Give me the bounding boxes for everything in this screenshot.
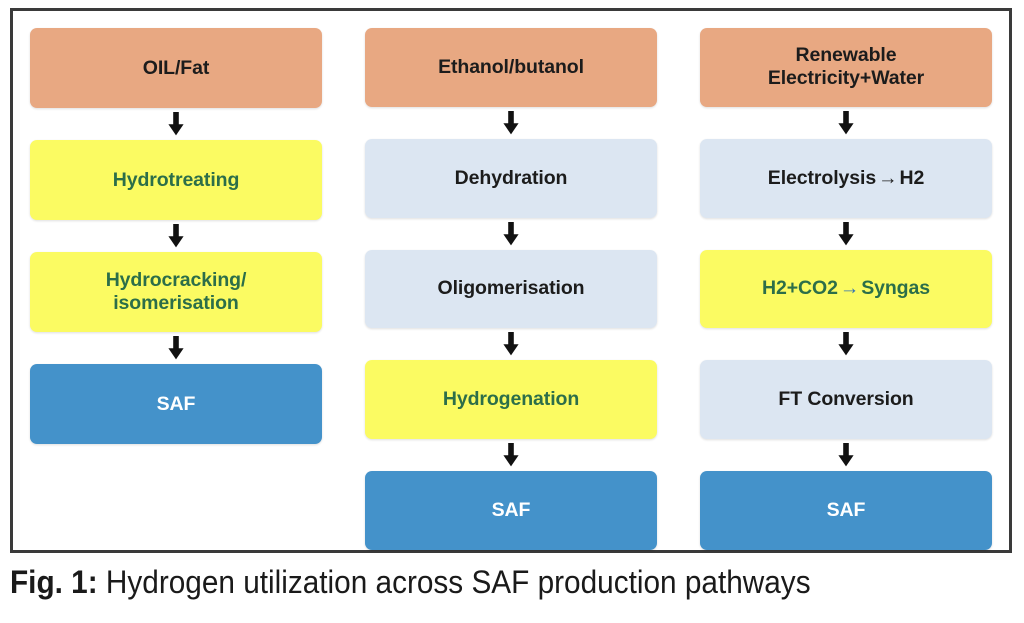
node-electrolysis-h2[interactable]: Electrolysis → H2	[700, 138, 992, 218]
node-hydrocracking-isomerisation[interactable]: Hydrocracking/isomerisation	[30, 252, 322, 332]
node-hydrogenation[interactable]: Hydrogenation	[365, 360, 657, 440]
node-oil-fat[interactable]: OIL/Fat	[30, 28, 322, 108]
node-hydrotreating[interactable]: Hydrotreating	[30, 140, 322, 220]
connector-down-arrow-icon	[700, 107, 992, 139]
connector-down-arrow-icon	[30, 108, 322, 140]
figure-caption-text: Hydrogen utilization across SAF producti…	[97, 564, 811, 600]
connector-down-arrow-icon	[30, 220, 322, 252]
node-saf[interactable]: SAF	[30, 364, 322, 444]
figure-caption: Fig. 1: Hydrogen utilization across SAF …	[10, 563, 944, 601]
reaction-arrow-icon: →	[839, 277, 860, 300]
connector-down-arrow-icon	[365, 439, 657, 471]
node-dehydration[interactable]: Dehydration	[365, 138, 657, 218]
node-ft-conversion[interactable]: FT Conversion	[700, 360, 992, 440]
connector-down-arrow-icon	[700, 218, 992, 250]
connector-down-arrow-icon	[700, 439, 992, 471]
node-saf[interactable]: SAF	[700, 471, 992, 550]
connector-down-arrow-icon	[365, 107, 657, 139]
node-oligomerisation[interactable]: Oligomerisation	[365, 249, 657, 329]
connector-down-arrow-icon	[700, 328, 992, 360]
connector-down-arrow-icon	[365, 328, 657, 360]
connector-down-arrow-icon	[365, 218, 657, 250]
figure-caption-label: Fig. 1:	[10, 564, 98, 600]
node-h2-co2-syngas[interactable]: H2+CO2 → Syngas	[700, 249, 992, 329]
node-ethanol-butanol[interactable]: Ethanol/butanol	[365, 28, 657, 107]
reaction-arrow-icon: →	[878, 166, 898, 189]
node-saf[interactable]: SAF	[365, 471, 657, 550]
connector-down-arrow-icon	[30, 332, 322, 364]
